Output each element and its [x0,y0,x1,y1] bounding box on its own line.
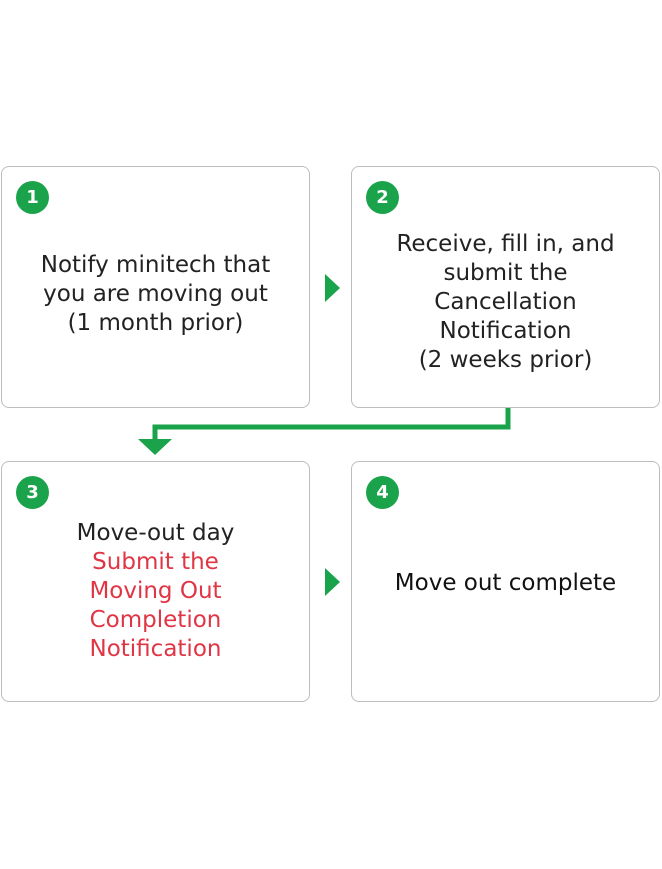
step-1-line-3: (1 month prior) [67,310,244,336]
step-number-badge-4: 4 [366,476,399,509]
step-4-line-1: Move out complete [394,570,617,596]
step-3-highlight-line-4: Notification [89,636,222,662]
step-card-1: 1 Notify minitech that you are moving ou… [1,166,310,408]
step-3-highlight-line-2: Moving Out [89,578,222,604]
step-number-badge-3: 3 [16,476,49,509]
step-2-line-4: Notification [439,318,572,344]
step-text-3: Move-out day Submit the Moving Out Compl… [12,519,299,664]
step-number-badge-1: 1 [16,181,49,214]
step-2-line-5: (2 weeks prior) [418,347,593,373]
step-text-1: Notify minitech that you are moving out … [12,251,299,338]
arrow-step3-to-step4 [325,568,340,596]
step-1-line-1: Notify minitech that [40,252,271,278]
step-3-highlight-line-3: Completion [89,607,222,633]
step-2-line-1: Receive, fill in, and [396,231,615,257]
step-card-3: 3 Move-out day Submit the Moving Out Com… [1,461,310,702]
step-number-badge-2: 2 [366,181,399,214]
step-text-2: Receive, fill in, and submit the Cancell… [362,230,649,375]
step-card-2: 2 Receive, fill in, and submit the Cance… [351,166,660,408]
step-card-4: 4 Move out complete [351,461,660,702]
arrow-step1-to-step2 [325,274,340,302]
step-text-4: Move out complete [362,569,649,598]
step-1-line-2: you are moving out [43,281,268,307]
arrow-into-step3 [138,439,172,455]
step-2-line-3: Cancellation [434,289,577,315]
step-3-line-1: Move-out day [76,520,235,546]
connector-step2-to-step3 [152,408,511,441]
step-2-line-2: submit the [443,260,568,286]
step-3-highlight-line-1: Submit the [92,549,219,575]
